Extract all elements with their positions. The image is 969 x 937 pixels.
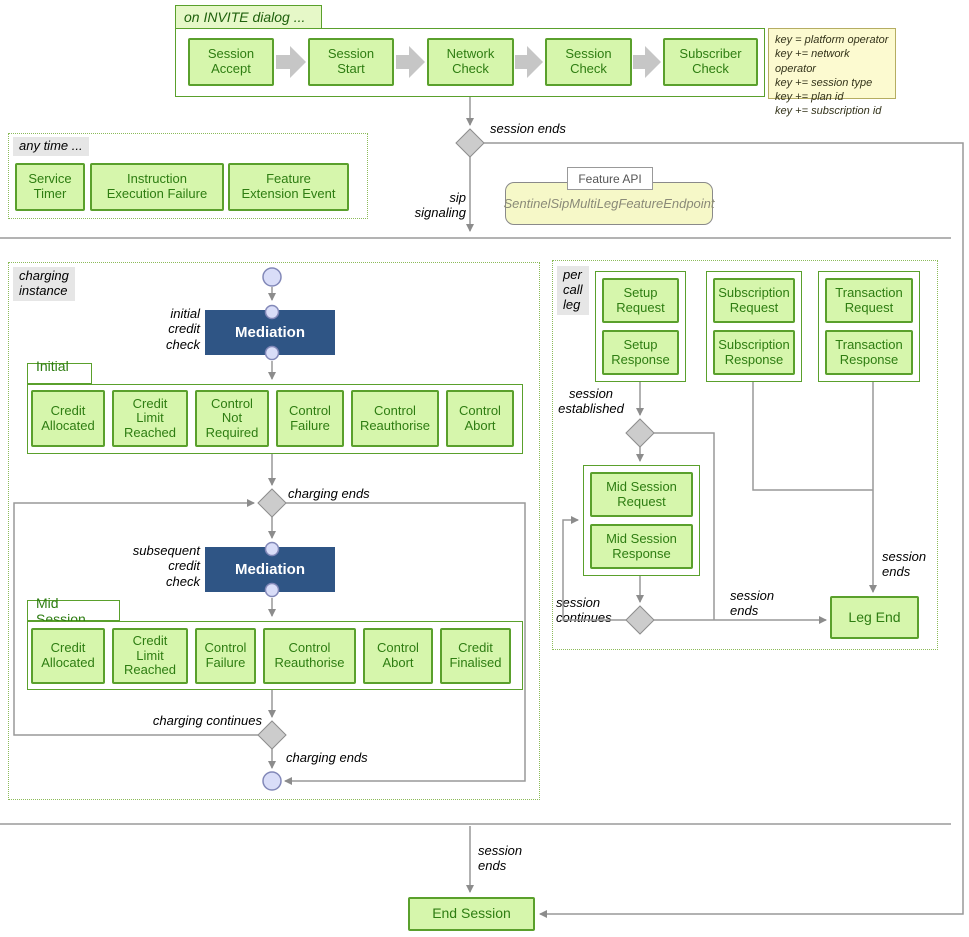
any-time-label: any time ... <box>13 137 89 156</box>
event-control-failure: Control Failure <box>276 390 344 447</box>
key-note-line: key += network operator <box>775 48 850 75</box>
label-session-ends-bottom: session ends <box>478 843 523 874</box>
label-charging-ends-1: charging ends <box>288 486 370 501</box>
event-mid-session-request: Mid Session Request <box>590 472 693 517</box>
event-control-abort: Control Abort <box>363 628 433 684</box>
per-call-leg-label: per call leg <box>557 266 589 315</box>
step-network-check: Network Check <box>427 38 514 86</box>
event-feature-extension-event: Feature Extension Event <box>228 163 349 211</box>
mediation-initial: Mediation <box>205 310 335 355</box>
label-session-continues: session continues <box>556 595 612 626</box>
invite-dialog-title-tab: on INVITE dialog ... <box>175 5 322 29</box>
event-control-failure: Control Failure <box>195 628 256 684</box>
event-setup-request: Setup Request <box>602 278 679 323</box>
event-control-abort: Control Abort <box>446 390 514 447</box>
initial-group-title: Initial ... <box>27 358 92 390</box>
mediation-subsequent: Mediation <box>205 547 335 592</box>
key-note: key = platform operator key += network o… <box>768 28 896 117</box>
key-note-line: key = platform operator <box>775 34 889 46</box>
label-sip-signaling: sip signaling <box>414 190 466 221</box>
event-credit-limit-reached: Credit Limit Reached <box>112 628 188 684</box>
event-transaction-request: Transaction Request <box>825 278 913 323</box>
key-note-line: key += plan id <box>775 91 844 104</box>
label-charging-ends-2: charging ends <box>286 750 368 765</box>
event-credit-limit-reached: Credit Limit Reached <box>112 390 188 447</box>
key-note-line: key += session type <box>775 76 873 89</box>
key-note-line: key += subscription id <box>775 105 882 118</box>
step-session-start: Session Start <box>308 38 394 86</box>
mid-session-events-row: Credit Allocated Credit Limit Reached Co… <box>31 628 511 684</box>
label-initial-credit-check: initial credit check <box>166 306 200 352</box>
event-control-reauthorise: Control Reauthorise <box>351 390 439 447</box>
initial-events-row: Credit Allocated Credit Limit Reached Co… <box>31 390 514 447</box>
any-time-lane <box>8 133 368 219</box>
label-session-ends-right: session ends <box>882 549 927 580</box>
label-session-ends-top: session ends <box>490 121 566 136</box>
label-session-established: session established <box>558 386 624 417</box>
event-transaction-response: Transaction Response <box>825 330 913 375</box>
event-instruction-execution-failure: Instruction Execution Failure <box>90 163 224 211</box>
label-session-ends-left: session ends <box>730 588 775 619</box>
label-subsequent-credit-check: subsequent credit check <box>132 543 200 589</box>
event-setup-response: Setup Response <box>602 330 679 375</box>
end-session-box: End Session <box>408 897 535 931</box>
event-subscription-request: Subscription Request <box>713 278 795 323</box>
event-credit-allocated: Credit Allocated <box>31 628 105 684</box>
step-session-accept: Session Accept <box>188 38 274 86</box>
event-credit-finalised: Credit Finalised <box>440 628 511 684</box>
event-credit-allocated: Credit Allocated <box>31 390 105 447</box>
event-control-reauthorise: Control Reauthorise <box>263 628 356 684</box>
event-mid-session-response: Mid Session Response <box>590 524 693 569</box>
event-control-not-required: Control Not Required <box>195 390 269 447</box>
step-subscriber-check: Subscriber Check <box>663 38 758 86</box>
initial-group <box>27 384 523 454</box>
charging-instance-label: charging instance <box>13 267 75 301</box>
mid-session-group-title: Mid Session ... <box>27 595 120 627</box>
step-session-check: Session Check <box>545 38 632 86</box>
feature-api-tab: Feature API <box>567 167 653 190</box>
event-service-timer: Service Timer <box>15 163 85 211</box>
event-subscription-response: Subscription Response <box>713 330 795 375</box>
label-charging-continues: charging continues <box>152 713 262 728</box>
leg-end-box: Leg End <box>830 596 919 639</box>
